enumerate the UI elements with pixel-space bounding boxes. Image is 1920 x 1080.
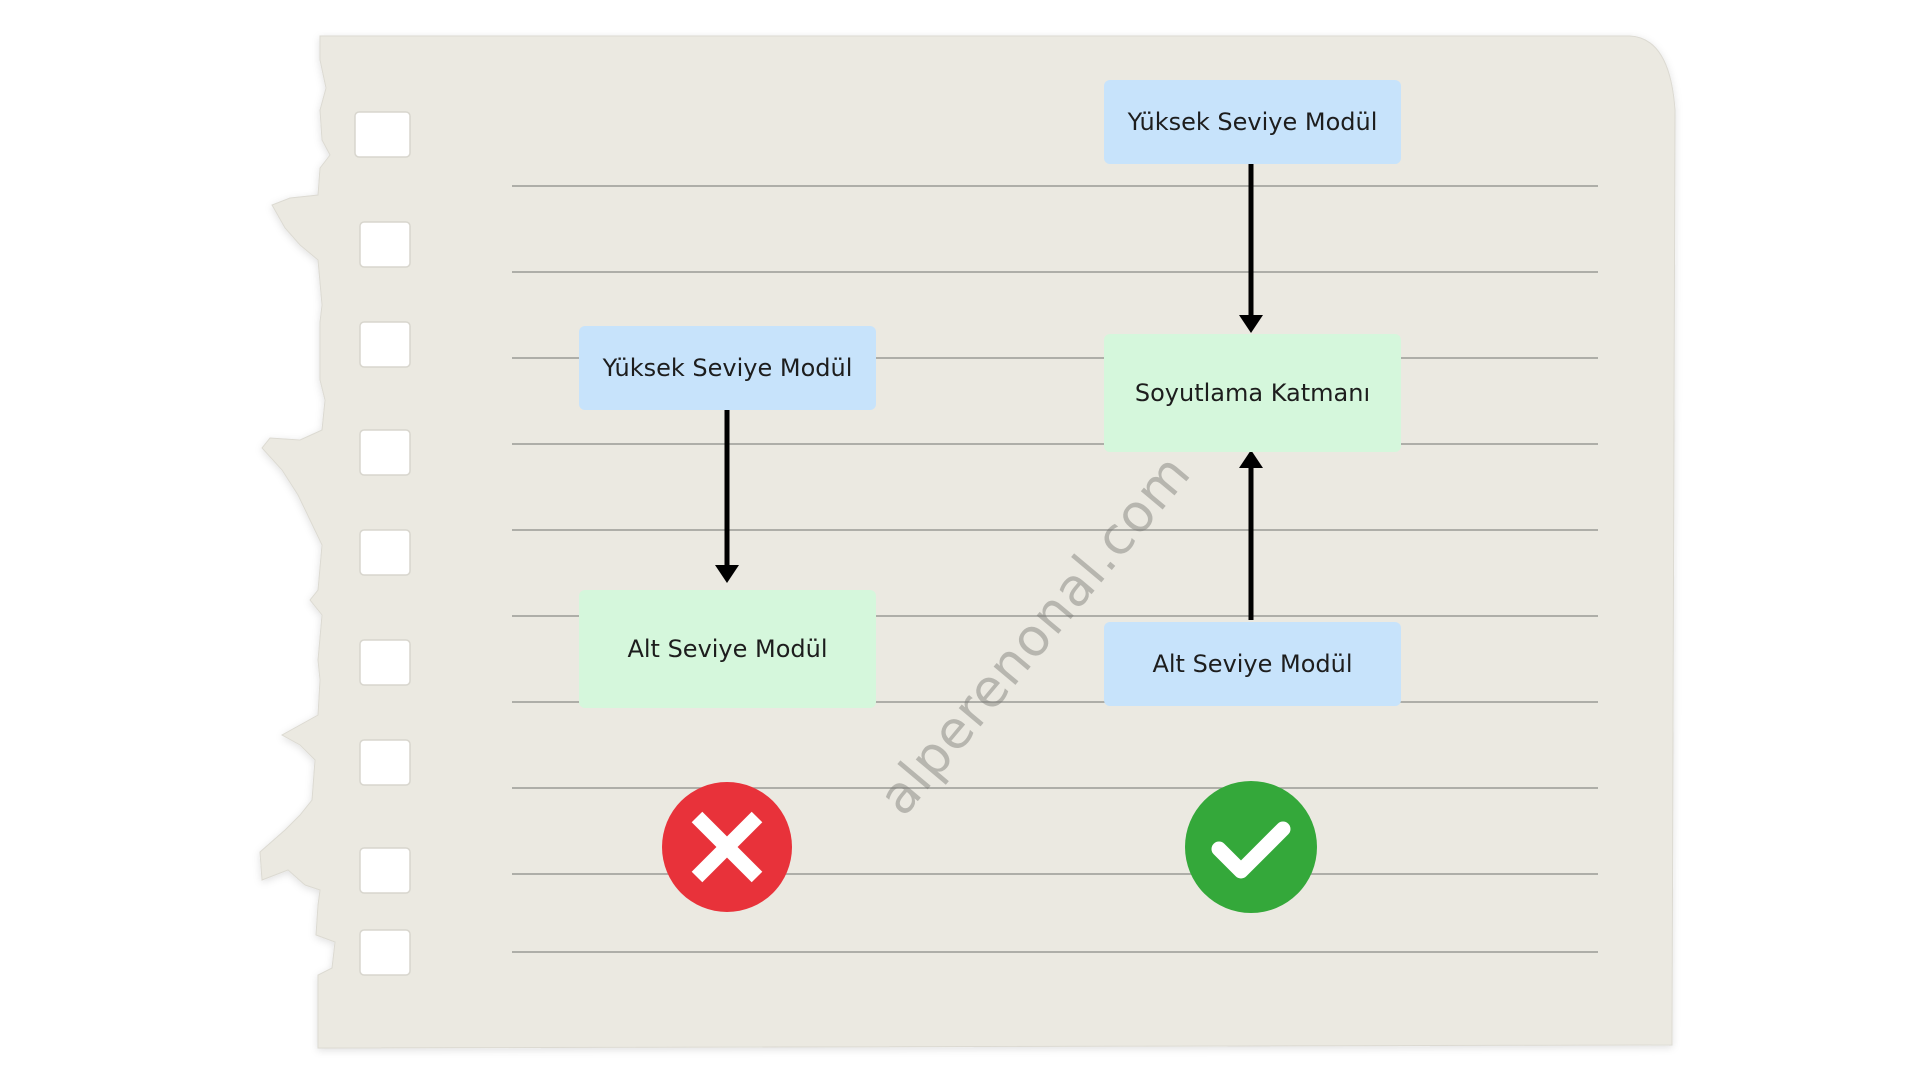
bad-dependency-arrow xyxy=(715,410,739,583)
good-low-level-module-label: Alt Seviye Modül xyxy=(1152,650,1353,678)
good-dependency-arrow-up xyxy=(1239,450,1263,620)
x-circle-icon xyxy=(662,782,792,912)
good-dependency-arrow-down xyxy=(1239,163,1263,333)
check-circle-icon xyxy=(1185,781,1317,913)
good-high-level-module-label: Yüksek Seviye Modül xyxy=(1127,108,1378,136)
bad-high-level-module-box: Yüksek Seviye Modül xyxy=(579,326,876,410)
bad-high-level-module-label: Yüksek Seviye Modül xyxy=(602,354,853,382)
bad-low-level-module-label: Alt Seviye Modül xyxy=(627,635,828,663)
good-high-level-module-box: Yüksek Seviye Modül xyxy=(1104,80,1401,164)
good-abstraction-layer-label: Soyutlama Katmanı xyxy=(1134,379,1371,407)
bad-low-level-module-box: Alt Seviye Modül xyxy=(579,590,876,708)
good-low-level-module-box: Alt Seviye Modül xyxy=(1104,622,1401,706)
binder-tabs xyxy=(354,111,411,976)
good-abstraction-layer-box: Soyutlama Katmanı xyxy=(1104,334,1401,452)
paper-sheet xyxy=(259,35,1676,1049)
